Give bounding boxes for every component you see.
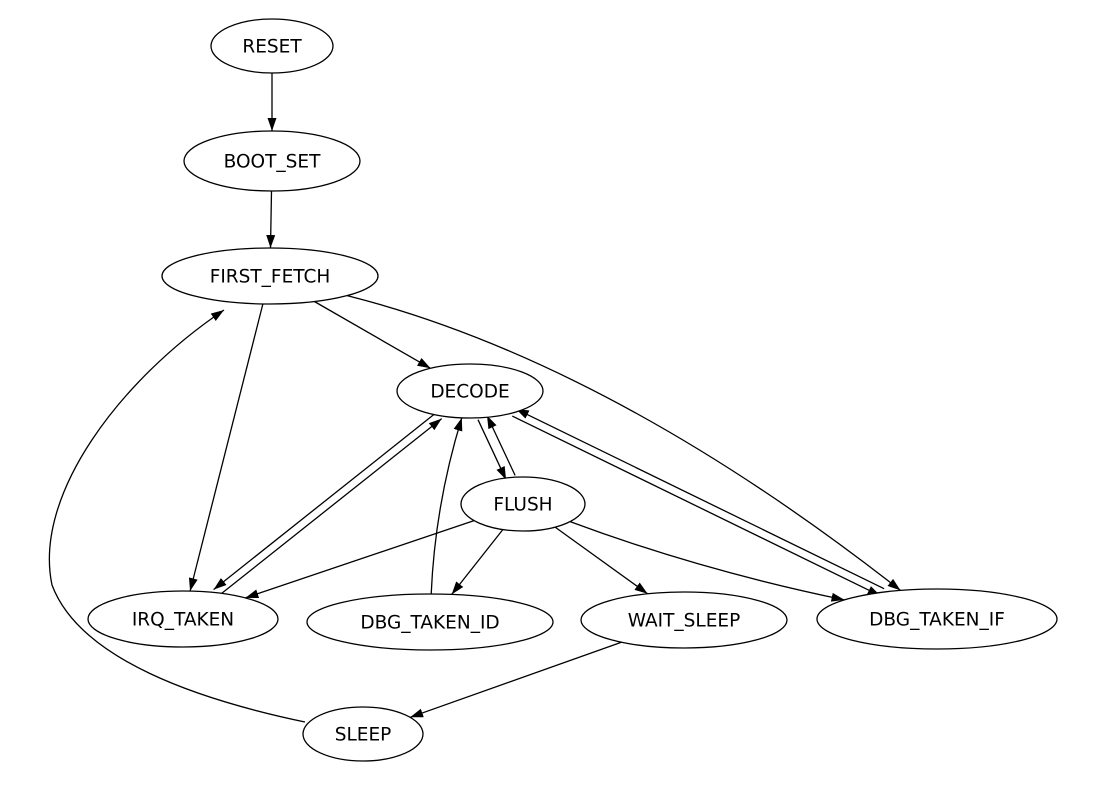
node-reset: RESET xyxy=(210,18,334,74)
node-irq_taken: IRQ_TAKEN xyxy=(87,590,279,648)
node-boot_set-label: BOOT_SET xyxy=(224,152,321,173)
node-sleep-shape xyxy=(302,706,424,762)
edge-decode-to-flush xyxy=(477,419,507,480)
edge-dbg_taken_id-to-decode xyxy=(430,417,463,595)
node-wait_sleep: WAIT_SLEEP xyxy=(580,591,788,649)
edge-flush-to-irq_taken xyxy=(245,519,475,599)
edge-first_fetch-to-irq_taken xyxy=(188,303,264,592)
node-dbg_taken_id-shape xyxy=(306,593,554,651)
node-irq_taken-label: IRQ_TAKEN xyxy=(132,610,234,631)
node-decode: DECODE xyxy=(396,363,544,419)
node-dbg_taken_id: DBG_TAKEN_ID xyxy=(306,593,554,651)
node-flush-label: FLUSH xyxy=(493,495,552,516)
node-first_fetch: FIRST_FETCH xyxy=(161,247,379,305)
node-dbg_taken_if-label: DBG_TAKEN_IF xyxy=(869,610,1005,631)
node-sleep-label: SLEEP xyxy=(335,725,392,746)
node-boot_set: BOOT_SET xyxy=(183,130,361,192)
node-dbg_taken_if: DBG_TAKEN_IF xyxy=(816,588,1058,650)
edge-flush-to-wait_sleep xyxy=(554,526,648,595)
edges-layer xyxy=(48,73,901,723)
edge-boot_set-to-first_fetch xyxy=(266,190,276,249)
edge-flush-to-decode xyxy=(486,415,516,476)
edge-first_fetch-to-decode xyxy=(314,300,431,369)
edge-flush-to-dbg_taken_id xyxy=(451,529,504,595)
edge-irq_taken-to-decode xyxy=(218,418,443,597)
node-decode-label: DECODE xyxy=(430,382,509,403)
node-reset-label: RESET xyxy=(242,37,302,58)
node-dbg_taken_id-label: DBG_TAKEN_ID xyxy=(360,613,499,634)
edge-dbg_taken_if-to-decode xyxy=(515,408,885,590)
edge-first_fetch-to-dbg_taken_if xyxy=(347,294,901,591)
node-flush-shape xyxy=(460,476,586,532)
node-boot_set-shape xyxy=(183,130,361,192)
edge-wait_sleep-to-sleep xyxy=(409,641,622,718)
node-decode-shape xyxy=(396,363,544,419)
node-first_fetch-shape xyxy=(161,247,379,305)
node-flush: FLUSH xyxy=(460,476,586,532)
node-first_fetch-label: FIRST_FETCH xyxy=(210,267,331,288)
node-wait_sleep-shape xyxy=(580,591,788,649)
node-dbg_taken_if-shape xyxy=(816,588,1058,650)
nodes-layer: RESET BOOT_SET FIRST_FETCH DECODE FLUSH IRQ_T… xyxy=(87,18,1058,762)
node-sleep: SLEEP xyxy=(302,706,424,762)
node-wait_sleep-label: WAIT_SLEEP xyxy=(628,611,741,632)
edge-sleep-to-first_fetch xyxy=(48,309,306,723)
node-reset-shape xyxy=(210,18,334,74)
node-irq_taken-shape xyxy=(87,590,279,648)
edge-decode-to-irq_taken xyxy=(213,411,438,591)
edge-flush-to-dbg_taken_if xyxy=(569,520,845,602)
edge-decode-to-dbg_taken_if xyxy=(512,415,881,597)
